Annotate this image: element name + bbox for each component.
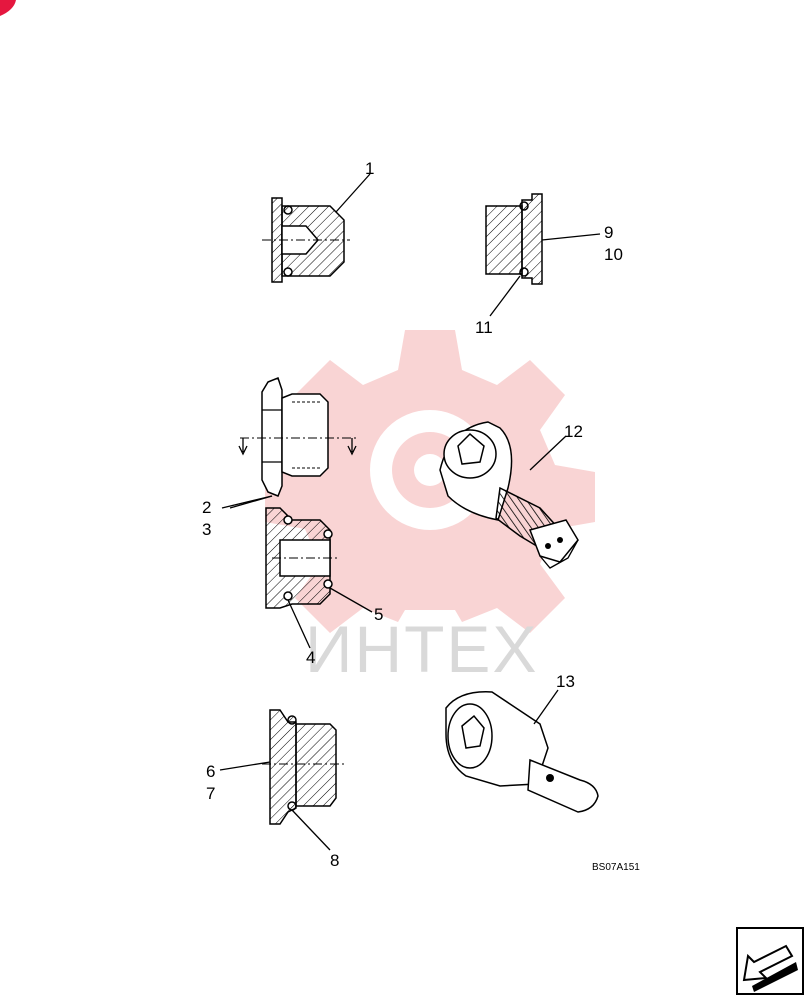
part-2-nut-adapter — [221, 377, 358, 509]
part-6-adapter — [219, 709, 344, 851]
callout-10: 10 — [604, 245, 623, 264]
callout-7: 7 — [206, 784, 215, 803]
callout-11: 11 — [475, 318, 493, 337]
watermark-text: ИНТЕХ — [305, 612, 538, 686]
callout-2: 2 — [202, 498, 211, 517]
callout-13: 13 — [556, 672, 575, 691]
part-13-relief-valve — [445, 689, 599, 813]
callout-12: 12 — [564, 422, 583, 441]
part-12-valve-cartridge — [439, 421, 579, 569]
drawing-code: BS07A151 — [592, 862, 640, 873]
callout-labels: 1 9 10 11 12 2 3 4 5 6 7 8 13 — [202, 159, 623, 870]
callout-1: 1 — [365, 159, 374, 178]
callout-3: 3 — [202, 520, 211, 539]
callout-8: 8 — [330, 851, 339, 870]
callout-5: 5 — [374, 605, 383, 624]
callout-6: 6 — [206, 762, 215, 781]
part-1-cone-fitting — [262, 173, 371, 283]
corner-badge — [0, 0, 16, 16]
callout-4: 4 — [306, 648, 315, 667]
next-page-arrow-icon[interactable] — [736, 927, 804, 995]
part-9-plug — [485, 193, 601, 317]
part-3-adapter-section — [265, 507, 373, 649]
callout-9: 9 — [604, 223, 613, 242]
